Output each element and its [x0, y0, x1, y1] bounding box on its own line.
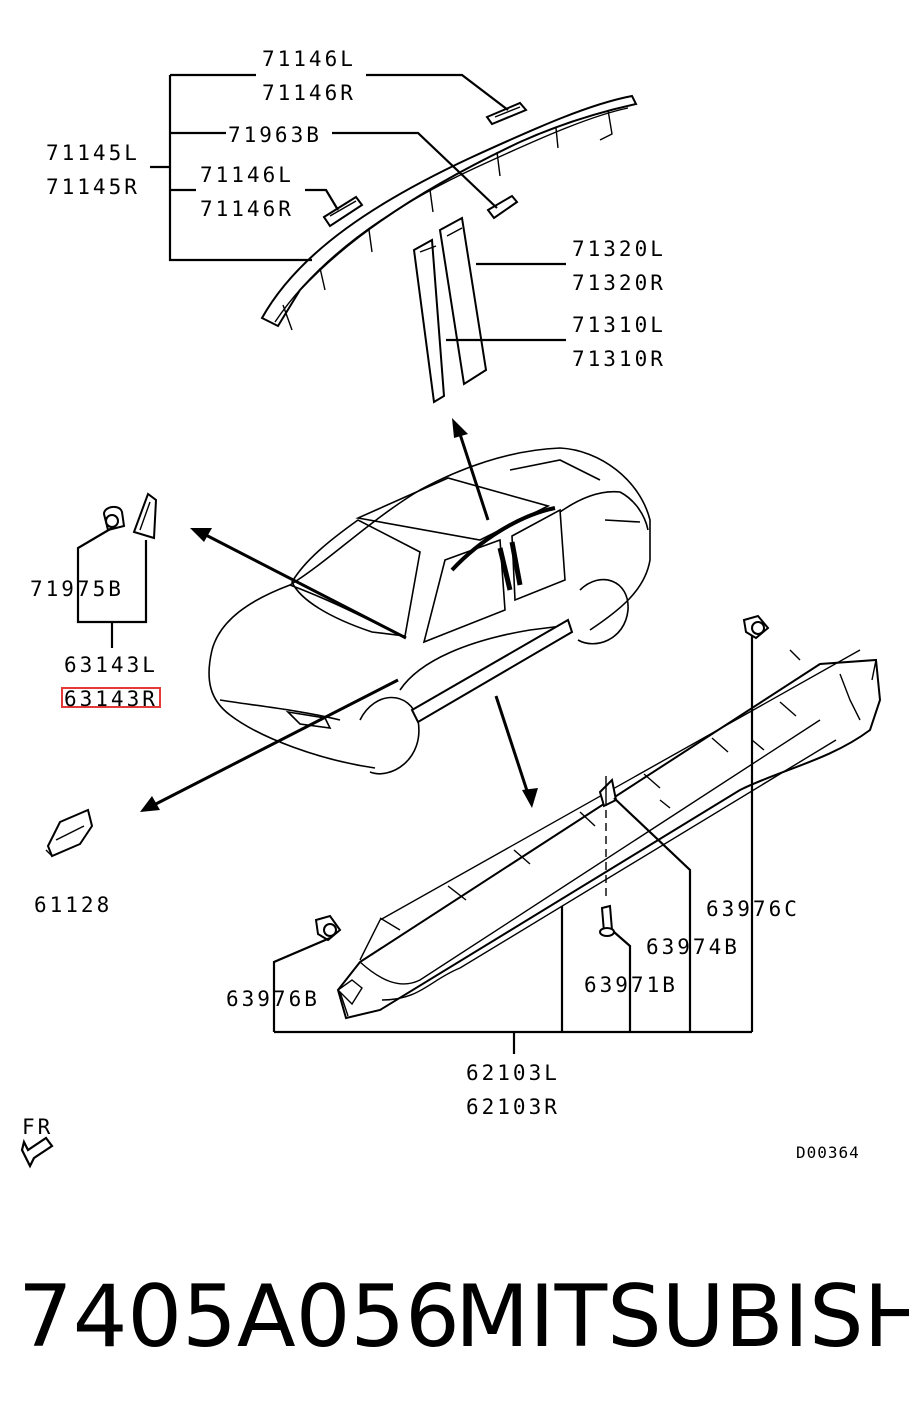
- label-71146L-top: 71146L: [262, 47, 356, 71]
- label-71975B: 71975B: [30, 577, 124, 601]
- clip-71963B: [486, 194, 519, 220]
- label-fr: FR: [22, 1115, 53, 1139]
- label-71146R-top: 71146R: [262, 81, 356, 105]
- brand-name: MITSUBISHI: [455, 1267, 909, 1367]
- leaders-bottom: [272, 636, 754, 1054]
- screw-63971B: [599, 904, 615, 937]
- label-63971B: 63971B: [584, 973, 678, 997]
- label-71310R: 71310R: [572, 347, 666, 371]
- label-63976C: 63976C: [706, 897, 800, 921]
- arrows: [140, 418, 538, 812]
- fr-arrow-icon: [20, 1136, 54, 1169]
- label-63143R: 63143R: [64, 687, 158, 711]
- label-71310L: 71310L: [572, 313, 666, 337]
- label-63143L: 63143L: [64, 653, 158, 677]
- highlight-box: [61, 687, 161, 708]
- label-71320L: 71320L: [572, 237, 666, 261]
- diagram-code: D00364: [796, 1143, 860, 1162]
- label-71320R: 71320R: [572, 271, 666, 295]
- clip-71146-top: [485, 101, 528, 126]
- label-71146L-mid: 71146L: [200, 163, 294, 187]
- label-62103L: 62103L: [466, 1061, 560, 1085]
- label-62103R: 62103R: [466, 1095, 560, 1119]
- label-61128: 61128: [34, 893, 112, 917]
- pillar-garnish: [412, 216, 488, 404]
- label-63976B: 63976B: [226, 987, 320, 1011]
- clip-63974B: [598, 776, 618, 808]
- car-illustration: [208, 447, 651, 775]
- clip-71975B: [102, 506, 126, 532]
- label-71963B: 71963B: [228, 123, 322, 147]
- leaders-top: [150, 73, 566, 342]
- side-sill-garnish: [336, 649, 882, 1020]
- part-number: 7405A056: [18, 1267, 460, 1367]
- clip-63976C: [742, 614, 770, 640]
- label-63974B: 63974B: [646, 935, 740, 959]
- label-71145L: 71145L: [46, 141, 140, 165]
- leaders-left: [76, 527, 148, 648]
- clip-71146-mid: [322, 195, 364, 228]
- garnish-63143: [132, 492, 158, 540]
- clip-63976B: [314, 914, 342, 942]
- label-71145R: 71145R: [46, 175, 140, 199]
- marker-lamp-61128: [45, 808, 94, 858]
- label-71146R-mid: 71146R: [200, 197, 294, 221]
